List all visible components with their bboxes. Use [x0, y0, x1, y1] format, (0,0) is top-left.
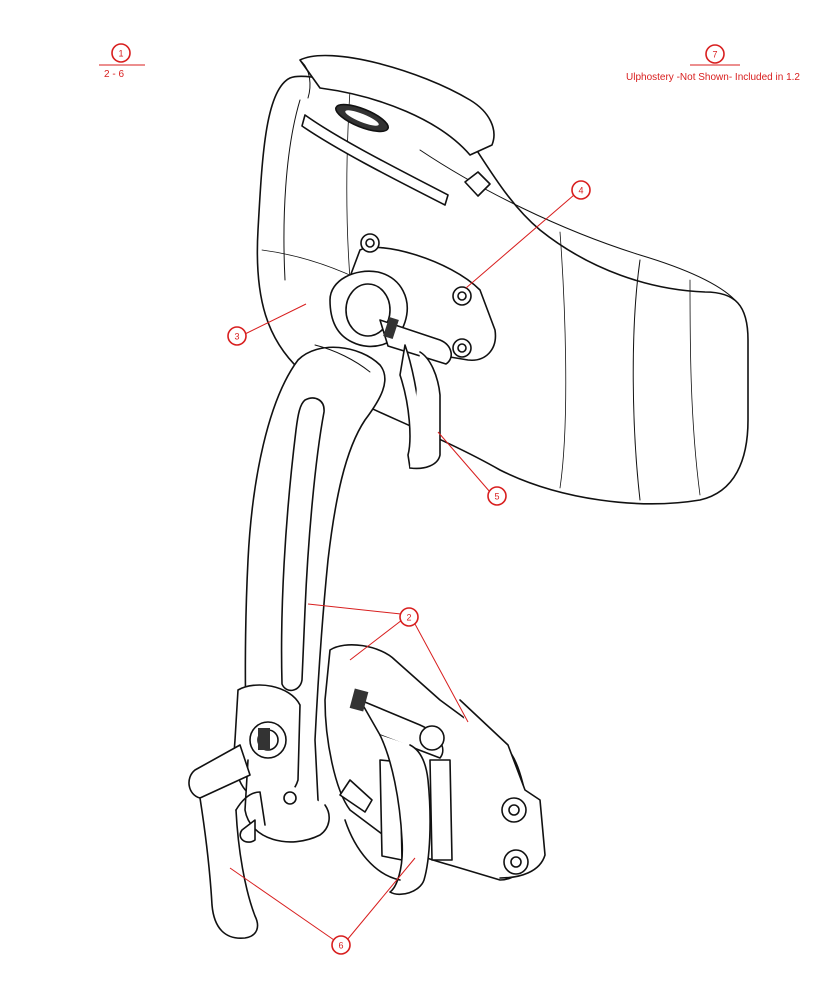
lever-right	[339, 699, 445, 896]
callout-1-note: 2 - 6	[104, 69, 125, 80]
callout-1: 1	[111, 43, 131, 63]
callout-3: 3	[227, 326, 247, 346]
callout-5-number: 5	[494, 492, 499, 502]
callout-2-number: 2	[406, 613, 411, 623]
callout-leaders	[99, 64, 740, 941]
lever-left	[188, 744, 266, 939]
callout-4-number: 4	[578, 186, 583, 196]
callout-2: 2	[399, 607, 419, 627]
callout-7-note: Ulphostery -Not Shown- Included in 1.2	[626, 72, 800, 83]
callout-4: 4	[571, 180, 591, 200]
callout-3-number: 3	[234, 332, 239, 342]
callout-7-number: 7	[712, 50, 717, 60]
lower-clamp	[233, 644, 546, 881]
callout-1-number: 1	[118, 49, 123, 59]
callout-6-number: 6	[338, 941, 343, 951]
knurl-details	[258, 316, 399, 750]
callout-5: 5	[487, 486, 507, 506]
callout-7: 7	[705, 44, 725, 64]
upper-clamp	[329, 233, 497, 470]
callout-6: 6	[331, 935, 351, 955]
